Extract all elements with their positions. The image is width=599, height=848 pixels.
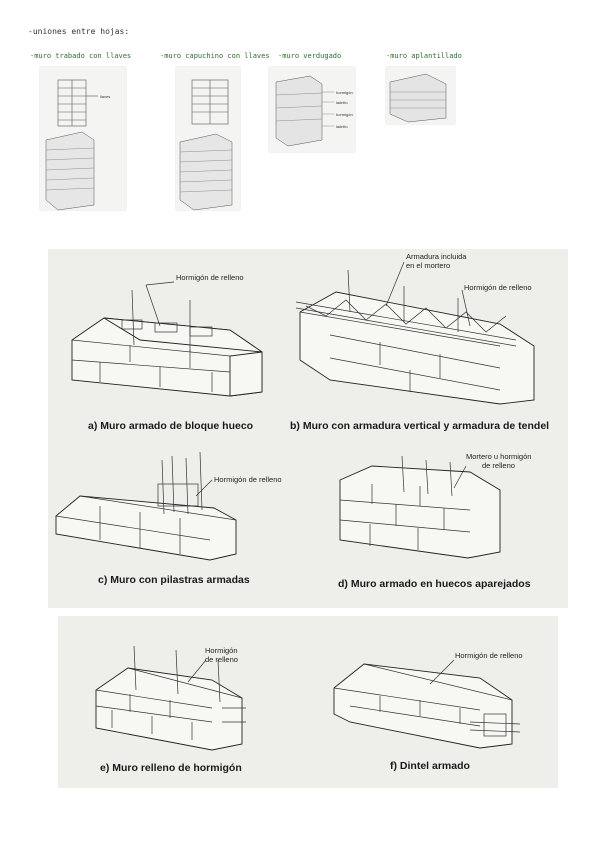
thumb1-label: llaves [100,94,111,99]
label-f-hormigon: Hormigón de relleno [455,651,523,660]
caption-b: b) Muro con armadura vertical y armadura… [290,420,550,432]
notes-title: -uniones entre hojas: [28,27,130,36]
thumb3-label-3: hormigón [336,112,353,117]
label-e-hormigon-1: Hormigón [205,646,238,655]
label-c-hormigon: Hormigón de relleno [214,475,282,484]
label-b-armadura-2: en el mortero [406,261,451,270]
label-b-hormigon: Hormigón de relleno [464,283,532,292]
label-b-armadura-1: Armadura incluida [406,252,467,261]
heading-muro-trabado: -muro trabado con llaves [30,52,132,60]
label-d-mortero-1: Mortero u hormigón [466,452,532,461]
heading-muro-aplantillado: -muro aplantillado [386,52,462,60]
label-d-mortero-2: de relleno [482,461,515,470]
thumb3-label-2: ladrillo [336,100,348,105]
thumb3-label-4: ladrillo [336,124,348,129]
label-e-hormigon-2: de relleno [205,655,238,664]
caption-e: e) Muro relleno de hormigón [100,762,242,774]
caption-d: d) Muro armado en huecos aparejados [338,578,531,590]
thumb3-label-1: hormigón [336,90,353,95]
heading-muro-capuchino: -muro capuchino con llaves [160,52,270,60]
caption-f: f) Dintel armado [390,760,470,772]
caption-a: a) Muro armado de bloque hueco [88,420,254,432]
label-a-hormigon: Hormigón de relleno [176,273,244,282]
heading-muro-verdugado: -muro verdugado [278,52,342,60]
caption-c: c) Muro con pilastras armadas [98,574,250,586]
